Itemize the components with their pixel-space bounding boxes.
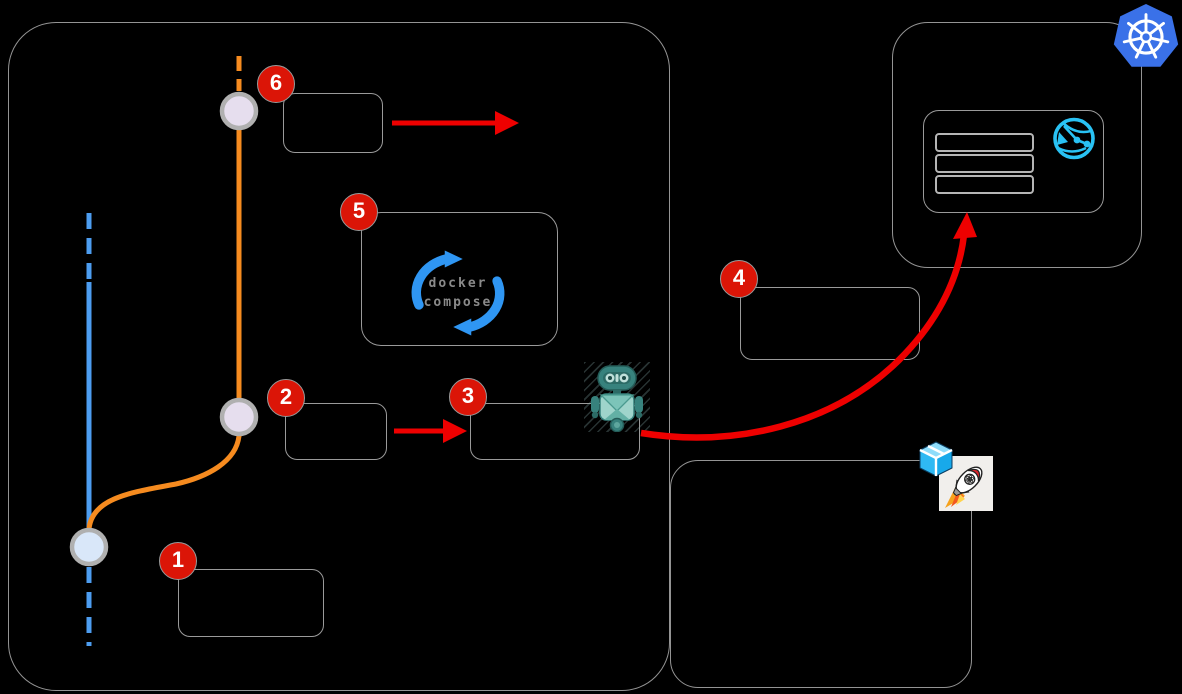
step-box-2 (285, 403, 387, 460)
step-box-6 (283, 93, 383, 153)
step-badge-2: 2 (267, 379, 305, 417)
step-badge-4: 4 (720, 260, 758, 298)
build-artifacts-container (670, 460, 972, 688)
step-box-4 (740, 287, 920, 360)
step-box-1 (178, 569, 324, 637)
docker-compose-label: docker compose (423, 276, 493, 310)
globe-network-icon (1050, 115, 1098, 162)
deployment-box (923, 110, 1104, 213)
step-box-3 (470, 403, 640, 460)
kubernetes-logo (1110, 2, 1182, 72)
robot-icon (584, 362, 650, 433)
docker-compose-cycle-icon (406, 249, 510, 337)
step-badge-5: 5 (340, 193, 378, 231)
kubernetes-cluster-container (892, 22, 1142, 268)
pod-replica-row (935, 154, 1034, 173)
pod-replica-row (935, 175, 1034, 194)
step-badge-6: 6 (257, 65, 295, 103)
pod-replica-row (935, 133, 1034, 152)
package-icon (915, 437, 957, 479)
step-badge-3: 3 (449, 378, 487, 416)
step-badge-1: 1 (159, 542, 197, 580)
docker-compose-box (361, 212, 558, 346)
